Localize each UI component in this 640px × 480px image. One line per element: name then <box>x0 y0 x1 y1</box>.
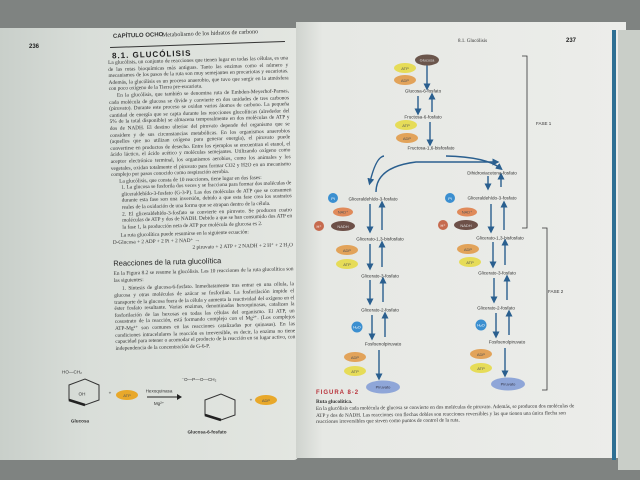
phosphate-circle: Pi <box>328 193 338 203</box>
f6p-label: Fructosa-6-fosfato <box>404 114 442 120</box>
list-item: 2. El gliceraldehído-3-fosfato se convie… <box>121 206 293 231</box>
g3pg-label-right: Glicerato-3-fosfato <box>478 270 516 276</box>
nadh-oval: NADH <box>454 220 478 230</box>
fase-2-label: FASE 2 <box>548 289 564 294</box>
adp-oval: ADP <box>396 133 418 143</box>
atp-oval: ATP <box>344 366 366 376</box>
h-circle: H⁺ <box>438 220 448 230</box>
atp-oval: ATP <box>336 259 358 269</box>
piruvato-oval-left: Piruvato <box>366 380 400 394</box>
nad-oval: NAD⁺ <box>457 207 477 217</box>
phosphate-label: ⁻O—P—O—CH₂ <box>181 377 217 382</box>
atp-oval: ATP <box>470 363 492 373</box>
nad-oval: NAD⁺ <box>333 207 353 217</box>
adp-oval: ADP <box>336 245 358 255</box>
atp-oval: ATP <box>459 257 481 267</box>
pep-label-right: Fosfoenolpiruvato <box>488 339 526 345</box>
glucose-ring-front-edge <box>68 398 86 407</box>
right-page <box>296 22 626 458</box>
left-page <box>0 28 298 460</box>
subsection-title: Reacciones de la ruta glucolítica <box>113 256 222 269</box>
dhap-label: Dihidroxiacetona-fosfato <box>467 170 517 176</box>
plus-sign: + <box>249 397 253 403</box>
g13bp-label-left: Glicerato-1,3-bisfosfato <box>356 236 404 242</box>
adp-oval: ADP <box>344 352 366 362</box>
oh-label: OH <box>78 391 86 397</box>
adp-oval: ADP <box>470 349 492 359</box>
hexokinase-scheme <box>68 378 236 422</box>
left-text-column: La glucólisis, un conjunto de reacciones… <box>108 55 296 352</box>
water-circle: H₂O <box>351 321 363 333</box>
g3p-label-left: Gliceraldehído-3-fosfato <box>348 196 398 202</box>
g6p-label: Glucosa-6-fosfato <box>187 429 227 435</box>
page-number-right: 237 <box>566 38 577 44</box>
glucosa-oval: Glucosa <box>415 54 439 66</box>
atp-oval: ATP <box>116 390 138 400</box>
water-circle: H₂O <box>475 319 487 331</box>
adp-oval: ADP <box>394 75 416 85</box>
atp-oval: ATP <box>394 63 416 73</box>
figure-title: Ruta glucolítica. <box>316 399 353 405</box>
phosphate-circle: Pi <box>445 193 455 203</box>
g6p-ring-front-edge <box>204 413 222 422</box>
g6p-label: Glucosa-6-fosfato <box>404 88 442 94</box>
figure-label: FIGURA 8-2 <box>316 390 360 396</box>
adp-oval: ADP <box>255 395 277 405</box>
atp-oval: ATP <box>395 120 417 130</box>
page-number-left: 236 <box>29 44 40 50</box>
pathway-arrows <box>366 55 548 391</box>
blue-page-edge <box>612 30 616 460</box>
enzyme-label: Hexoquinasa <box>145 388 173 394</box>
ho-ch2-label: HO—CH₂ <box>62 369 82 375</box>
pep-label-left: Fosfoenolpiruvato <box>364 341 402 347</box>
piruvato-oval-right: Piruvato <box>491 377 525 391</box>
h-circle: H⁺ <box>314 221 324 231</box>
g2pg-label-left: Glicerato-2-fosfato <box>361 307 399 313</box>
page-header-right: 8.1. Glucólisis <box>458 39 488 44</box>
reaction-arrowhead <box>177 394 182 400</box>
g3p-label-right: Gliceraldehído-3-fosfato <box>467 195 517 201</box>
fase-1-label: FASE 1 <box>536 121 552 126</box>
plus-sign: + <box>108 390 112 396</box>
paragraph: La glucólisis, un conjunto de reacciones… <box>108 55 289 93</box>
figure-caption: En la glucólisis cada molécula de glucos… <box>316 403 575 425</box>
adp-oval: ADP <box>457 244 479 254</box>
reaction-1: 1. Síntesis de glucosa-6-fosfato. Inmedi… <box>114 281 296 352</box>
cofactor-label: Mg²⁺ <box>153 401 165 406</box>
nadh-oval: NADH <box>331 221 355 231</box>
g3pg-label-left: Glicerato-3-fosfato <box>361 273 399 279</box>
g2pg-label-right: Glicerato-2-fosfato <box>477 305 515 311</box>
glucose-label: Glucosa <box>70 418 90 424</box>
g13bp-label-right: Glicerato-1,3-bisfosfato <box>476 235 524 241</box>
f16bp-label: Fructosa-1,6-bisfosfato <box>407 145 455 151</box>
paragraph: En la glucólisis, que también se denomin… <box>109 88 291 179</box>
page-edges <box>618 30 640 470</box>
